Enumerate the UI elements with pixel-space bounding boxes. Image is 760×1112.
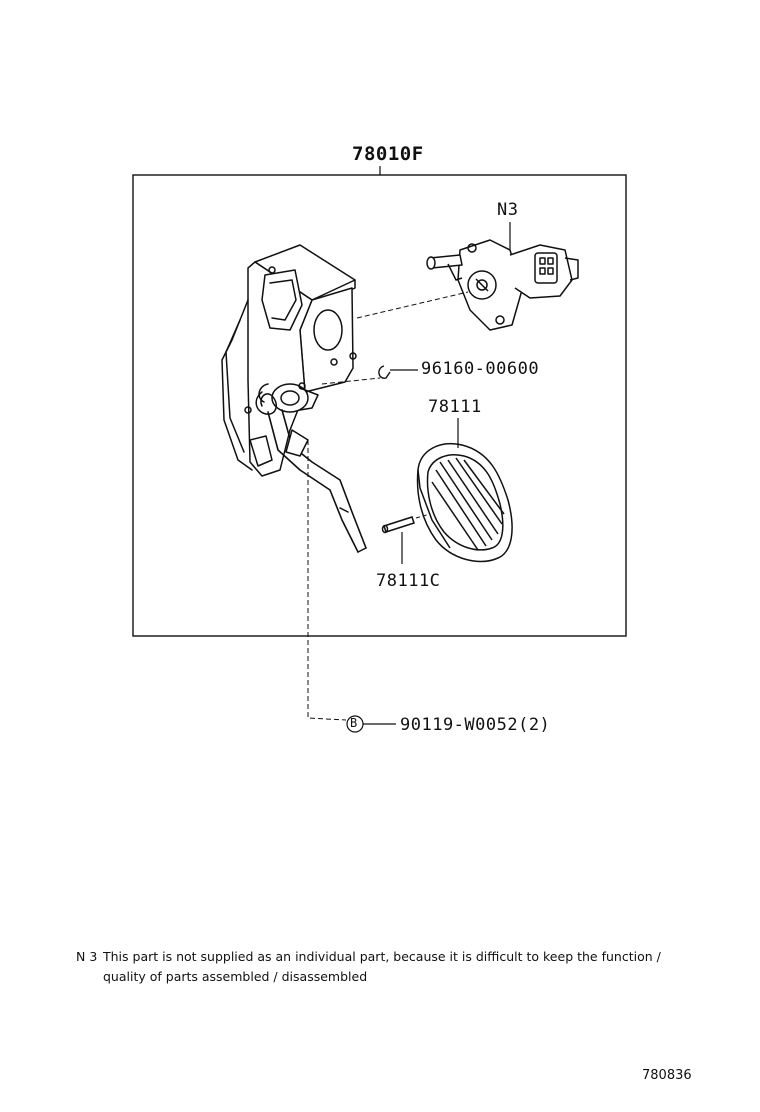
bolt-part-number: 90119-W0052(2) [400,715,551,735]
sensor-note-tag: N3 [497,200,519,220]
pin-dashed-line [415,513,431,519]
pedal-bracket-drawing [221,244,367,553]
pin-drawing [381,516,415,534]
pedal-pad-drawing [416,443,513,563]
footnote-line-1: This part is not supplied as an individu… [103,949,661,964]
figure-reference-code: 780836 [642,1068,692,1083]
bolt-dashed-line [307,440,347,721]
clip-part-number: 96160-00600 [421,359,540,379]
footnote-tag: N 3 [76,949,98,964]
clip-drawing [378,365,391,379]
position-sensor-drawing [426,239,579,331]
sensor-assembly-dashed-line [356,291,469,319]
assembly-part-number: 78010F [352,143,424,165]
bracket-hole [313,309,343,351]
pedal-pad-part-number: 78111 [428,397,482,417]
pin-part-number: 78111C [376,571,441,591]
footnote-line-2: quality of parts assembled / disassemble… [103,969,368,984]
bolt-marker-letter: B [350,716,358,730]
assembly-boundary-box [132,174,627,637]
clip-dashed-line [321,377,381,385]
